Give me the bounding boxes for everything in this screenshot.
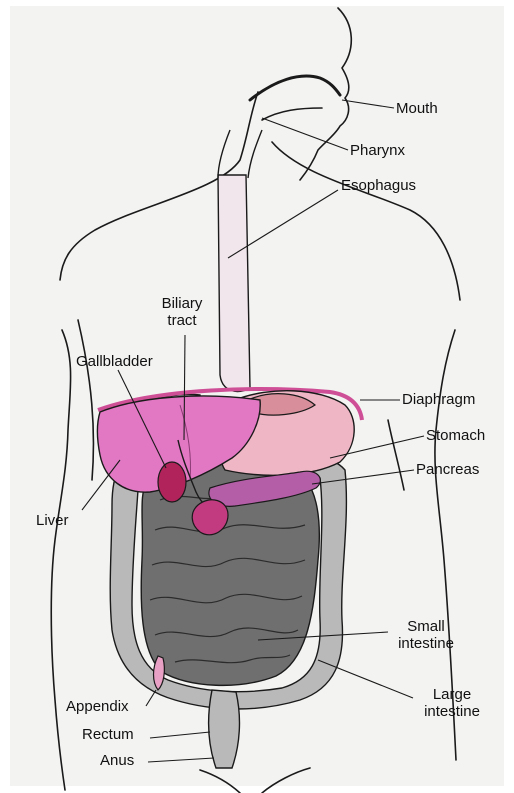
- label-biliary-line2: tract: [150, 312, 214, 329]
- head-profile-outline: [300, 8, 351, 180]
- label-biliary-line1: Biliary: [150, 295, 214, 312]
- left-torso-outline: [51, 330, 70, 790]
- label-esophagus: Esophagus: [341, 177, 416, 194]
- duodenum-knot: [192, 500, 228, 535]
- label-large-line1: Large: [410, 686, 494, 703]
- oral-cavity: [262, 108, 322, 120]
- label-anus: Anus: [100, 752, 134, 769]
- esophagus-top: [218, 130, 262, 178]
- right-neck-outline: [272, 142, 460, 300]
- label-pharynx: Pharynx: [350, 142, 405, 159]
- label-small-line1: Small: [386, 618, 466, 635]
- leg-split: [200, 768, 310, 793]
- label-biliary-tract: Biliary tract: [150, 295, 214, 329]
- label-gallbladder: Gallbladder: [76, 353, 153, 370]
- label-liver: Liver: [36, 512, 69, 529]
- label-large-intestine: Large intestine: [410, 686, 494, 720]
- label-mouth: Mouth: [396, 100, 438, 117]
- label-rectum: Rectum: [82, 726, 134, 743]
- nasal-cavity: [250, 76, 340, 100]
- label-large-line2: intestine: [410, 703, 494, 720]
- label-appendix: Appendix: [66, 698, 129, 715]
- left-arm-line: [78, 320, 93, 480]
- label-pancreas: Pancreas: [416, 461, 479, 478]
- label-small-intestine: Small intestine: [386, 618, 466, 652]
- right-arm-line: [388, 420, 404, 490]
- label-diaphragm: Diaphragm: [402, 391, 475, 408]
- label-small-line2: intestine: [386, 635, 466, 652]
- label-stomach: Stomach: [426, 427, 485, 444]
- esophagus-tube: [218, 175, 250, 392]
- gallbladder-shape: [158, 462, 186, 502]
- rectum-shape: [209, 690, 240, 768]
